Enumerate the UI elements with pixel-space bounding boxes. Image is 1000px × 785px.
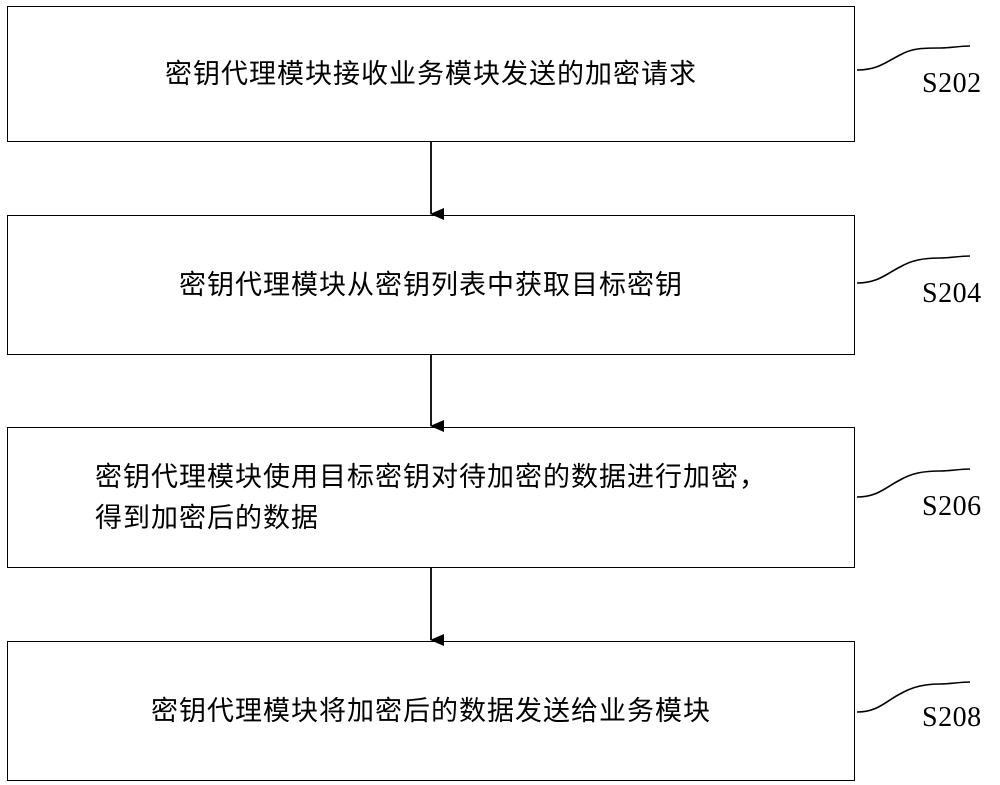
step-label-s204: S204: [922, 278, 982, 309]
step-box-s204: 密钥代理模块从密钥列表中获取目标密钥: [7, 215, 855, 355]
step-text-s202: 密钥代理模块接收业务模块发送的加密请求: [165, 58, 697, 90]
leader-line-s202: [856, 45, 971, 71]
step-box-s206: 密钥代理模块使用目标密钥对待加密的数据进行加密， 得到加密后的数据: [7, 427, 855, 568]
step-box-s208: 密钥代理模块将加密后的数据发送给业务模块: [7, 641, 855, 781]
step-label-s202: S202: [922, 68, 982, 99]
step-text-s206: 密钥代理模块使用目标密钥对待加密的数据进行加密， 得到加密后的数据: [95, 461, 767, 534]
step-text-s204: 密钥代理模块从密钥列表中获取目标密钥: [179, 269, 683, 301]
step-text-s208: 密钥代理模块将加密后的数据发送给业务模块: [151, 695, 711, 727]
step-label-s208: S208: [922, 702, 982, 733]
step-box-s202: 密钥代理模块接收业务模块发送的加密请求: [7, 6, 855, 142]
step-label-s206: S206: [922, 491, 982, 522]
